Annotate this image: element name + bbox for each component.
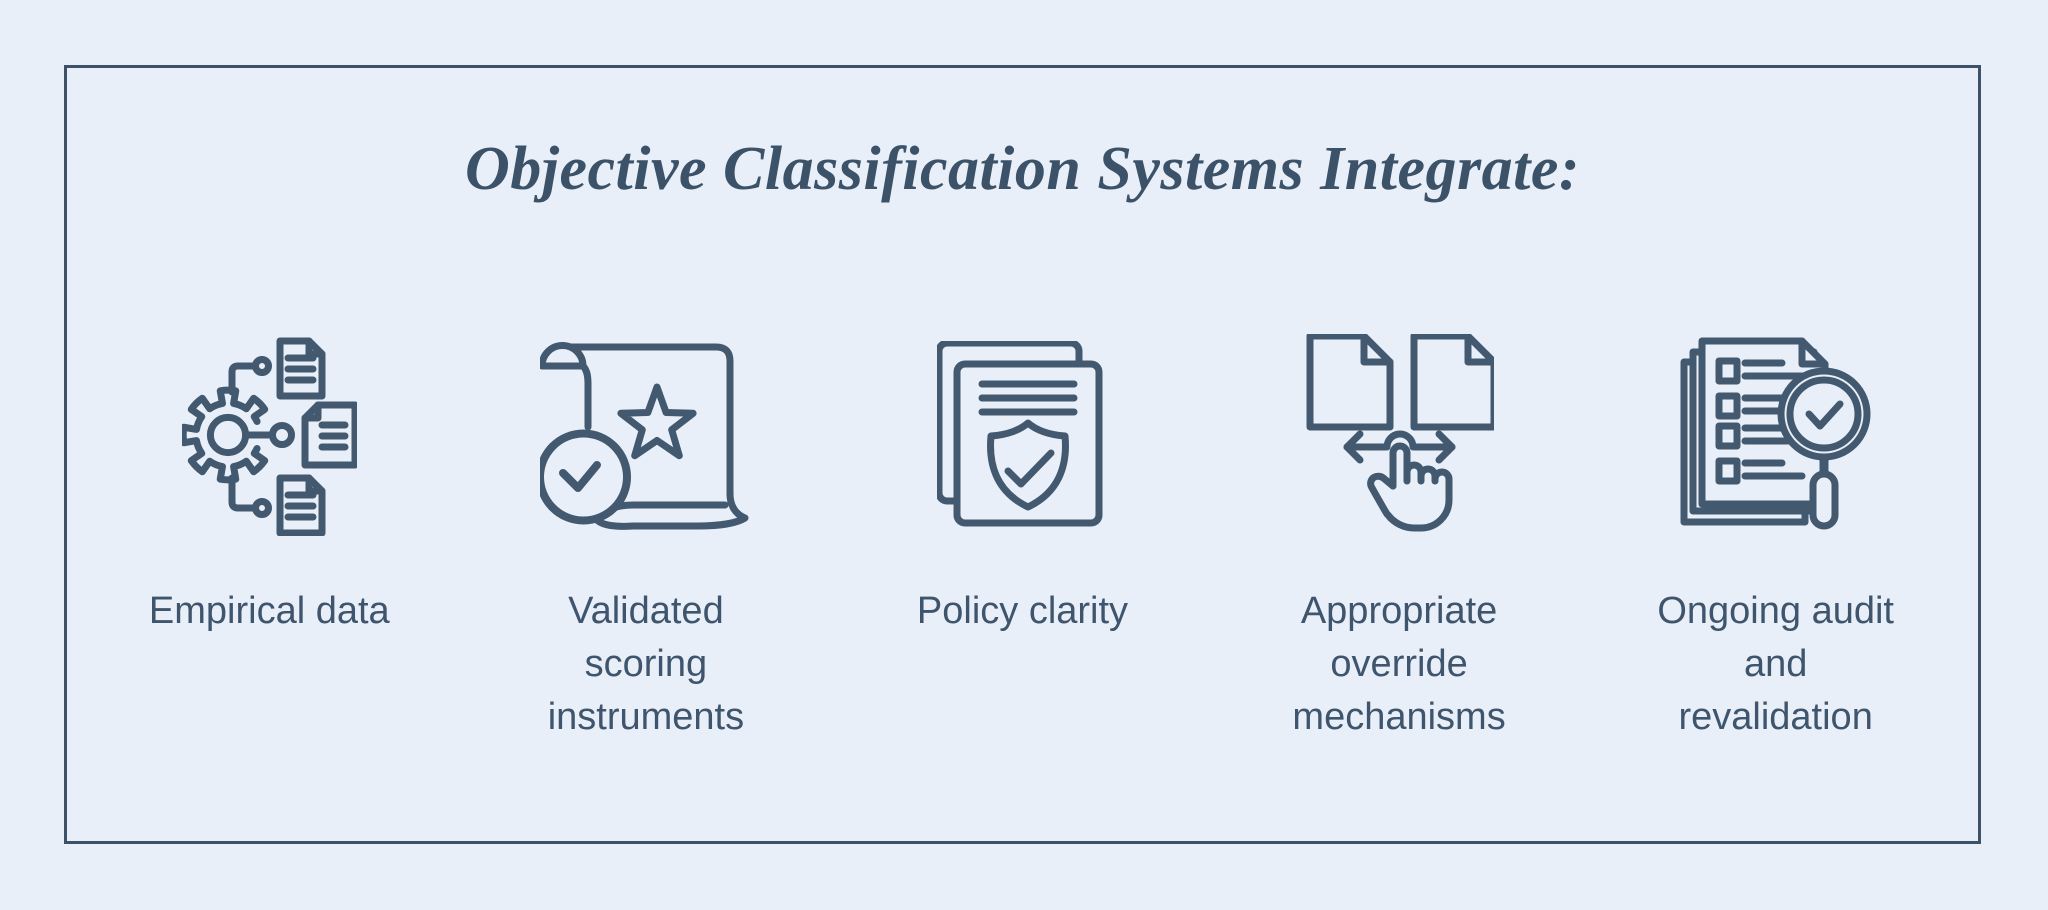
- item-label: Ongoing audit and revalidation: [1657, 590, 1894, 738]
- scroll-star-check-icon: [539, 342, 749, 530]
- item-empirical-data: Empirical data: [81, 333, 458, 744]
- item-label: Empirical data: [148, 590, 390, 632]
- infographic-panel: Objective Classification Systems Integra…: [64, 65, 1981, 844]
- page-title: Objective Classification Systems Integra…: [464, 135, 1580, 203]
- item-override-mechanisms: Appropriate override mechanisms: [1211, 333, 1588, 744]
- document-shield-check-icon: [937, 341, 1103, 527]
- item-label: Validated scoring instruments: [547, 590, 745, 738]
- items-row: Empirical data: [67, 333, 1978, 744]
- item-policy-clarity: Policy clarity: [834, 333, 1211, 744]
- item-label: Appropriate override mechanisms: [1292, 590, 1506, 738]
- gear-documents-icon: [181, 337, 357, 536]
- checklist-magnifier-icon: [1680, 337, 1871, 530]
- item-ongoing-audit: Ongoing audit and revalidation: [1587, 333, 1964, 744]
- item-label: Policy clarity: [916, 590, 1129, 632]
- documents-swap-hand-icon: [1306, 333, 1495, 531]
- item-validated-scoring: Validated scoring instruments: [458, 333, 835, 744]
